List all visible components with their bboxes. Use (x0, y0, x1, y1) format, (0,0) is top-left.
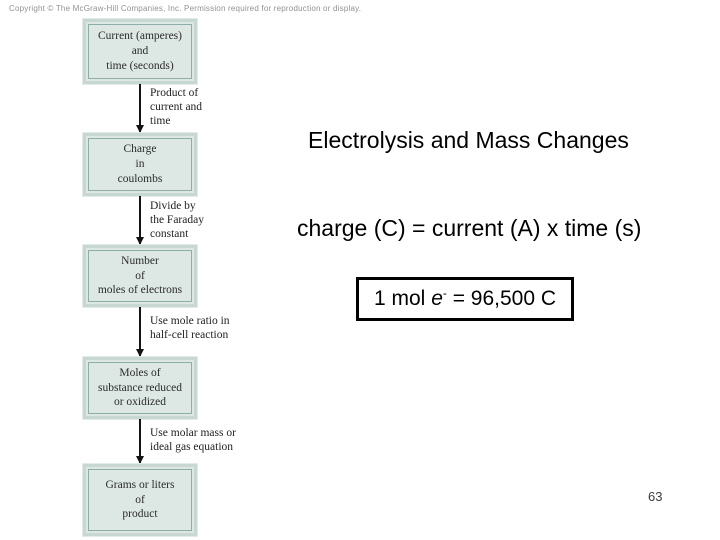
flowchart-box-charge: Charge in coulombs (83, 133, 197, 196)
copyright-notice: Copyright © The McGraw-Hill Companies, I… (9, 4, 362, 13)
electron-charge-superscript: - (442, 286, 447, 300)
faraday-constant-box: 1 mol e- = 96,500 C (356, 277, 575, 321)
flowchart-box-label: Charge in coulombs (88, 138, 192, 191)
arrow-label-product: Product of current and time (150, 87, 203, 127)
down-arrow-icon (136, 196, 144, 245)
faraday-prefix: 1 mol (374, 287, 432, 310)
flowchart-box-moles-substance: Moles of substance reduced or oxidized (83, 357, 197, 419)
slide-title: Electrolysis and Mass Changes (308, 127, 629, 153)
arrow-label-molar-mass: Use molar mass or ideal gas equation (150, 427, 236, 453)
electron-symbol: e (431, 287, 443, 310)
down-arrow-icon (136, 419, 144, 464)
faraday-suffix: = 96,500 C (446, 287, 557, 310)
slide-page-number: 63 (648, 489, 663, 504)
down-arrow-icon (136, 307, 144, 357)
charge-equation-text: charge (C) = current (A) x time (s) (297, 215, 642, 241)
flowchart-box-label: Moles of substance reduced or oxidized (88, 362, 192, 414)
arrow-label-mole-ratio: Use mole ratio in half-cell reaction (150, 315, 230, 341)
down-arrow-icon (136, 84, 144, 133)
arrow-label-faraday: Divide by the Faraday constant (150, 200, 204, 240)
flowchart-box-label: Grams or liters of product (88, 469, 192, 531)
flowchart-box-label: Number of moles of electrons (88, 250, 192, 302)
flowchart-box-moles-electrons: Number of moles of electrons (83, 245, 197, 307)
flowchart-box-grams-product: Grams or liters of product (83, 464, 197, 536)
flowchart-box-label: Current (amperes) and time (seconds) (88, 24, 192, 79)
flowchart-box-current-time: Current (amperes) and time (seconds) (83, 19, 197, 84)
